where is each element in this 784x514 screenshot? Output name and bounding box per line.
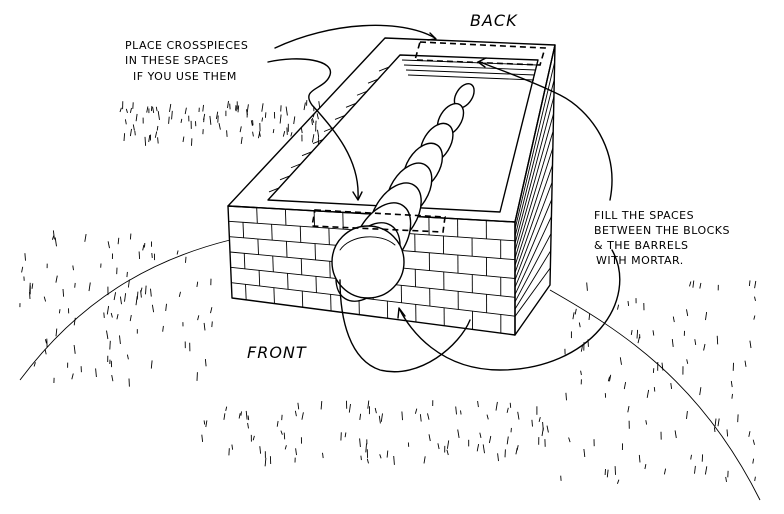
svg-text:& THE BARRELS: & THE BARRELS [594,239,688,252]
top-rim [227,37,556,223]
svg-text:IF YOU USE THEM: IF YOU USE THEM [133,70,237,83]
crosspieces-note: PLACE CROSSPIECES IN THESE SPACES IF YOU… [125,39,248,83]
svg-text:PLACE CROSSPIECES: PLACE CROSSPIECES [125,39,248,52]
front-barrel-end [331,225,405,299]
ground-hatching [19,100,761,501]
back-label: BACK [470,11,518,30]
front-label: FRONT [247,343,307,362]
svg-text:WITH MORTAR.: WITH MORTAR. [596,254,684,267]
mortar-note: FILL THE SPACES BETWEEN THE BLOCKS & THE… [594,209,730,267]
crosspiece-space-front [311,209,446,233]
svg-text:IN THESE SPACES: IN THESE SPACES [125,54,229,67]
crosspiece-space-back [413,41,547,66]
svg-text:FILL THE SPACES: FILL THE SPACES [594,209,694,222]
barrel-row [331,82,475,302]
svg-text:BETWEEN THE BLOCKS: BETWEEN THE BLOCKS [594,224,730,237]
leader-arrows [267,24,621,373]
